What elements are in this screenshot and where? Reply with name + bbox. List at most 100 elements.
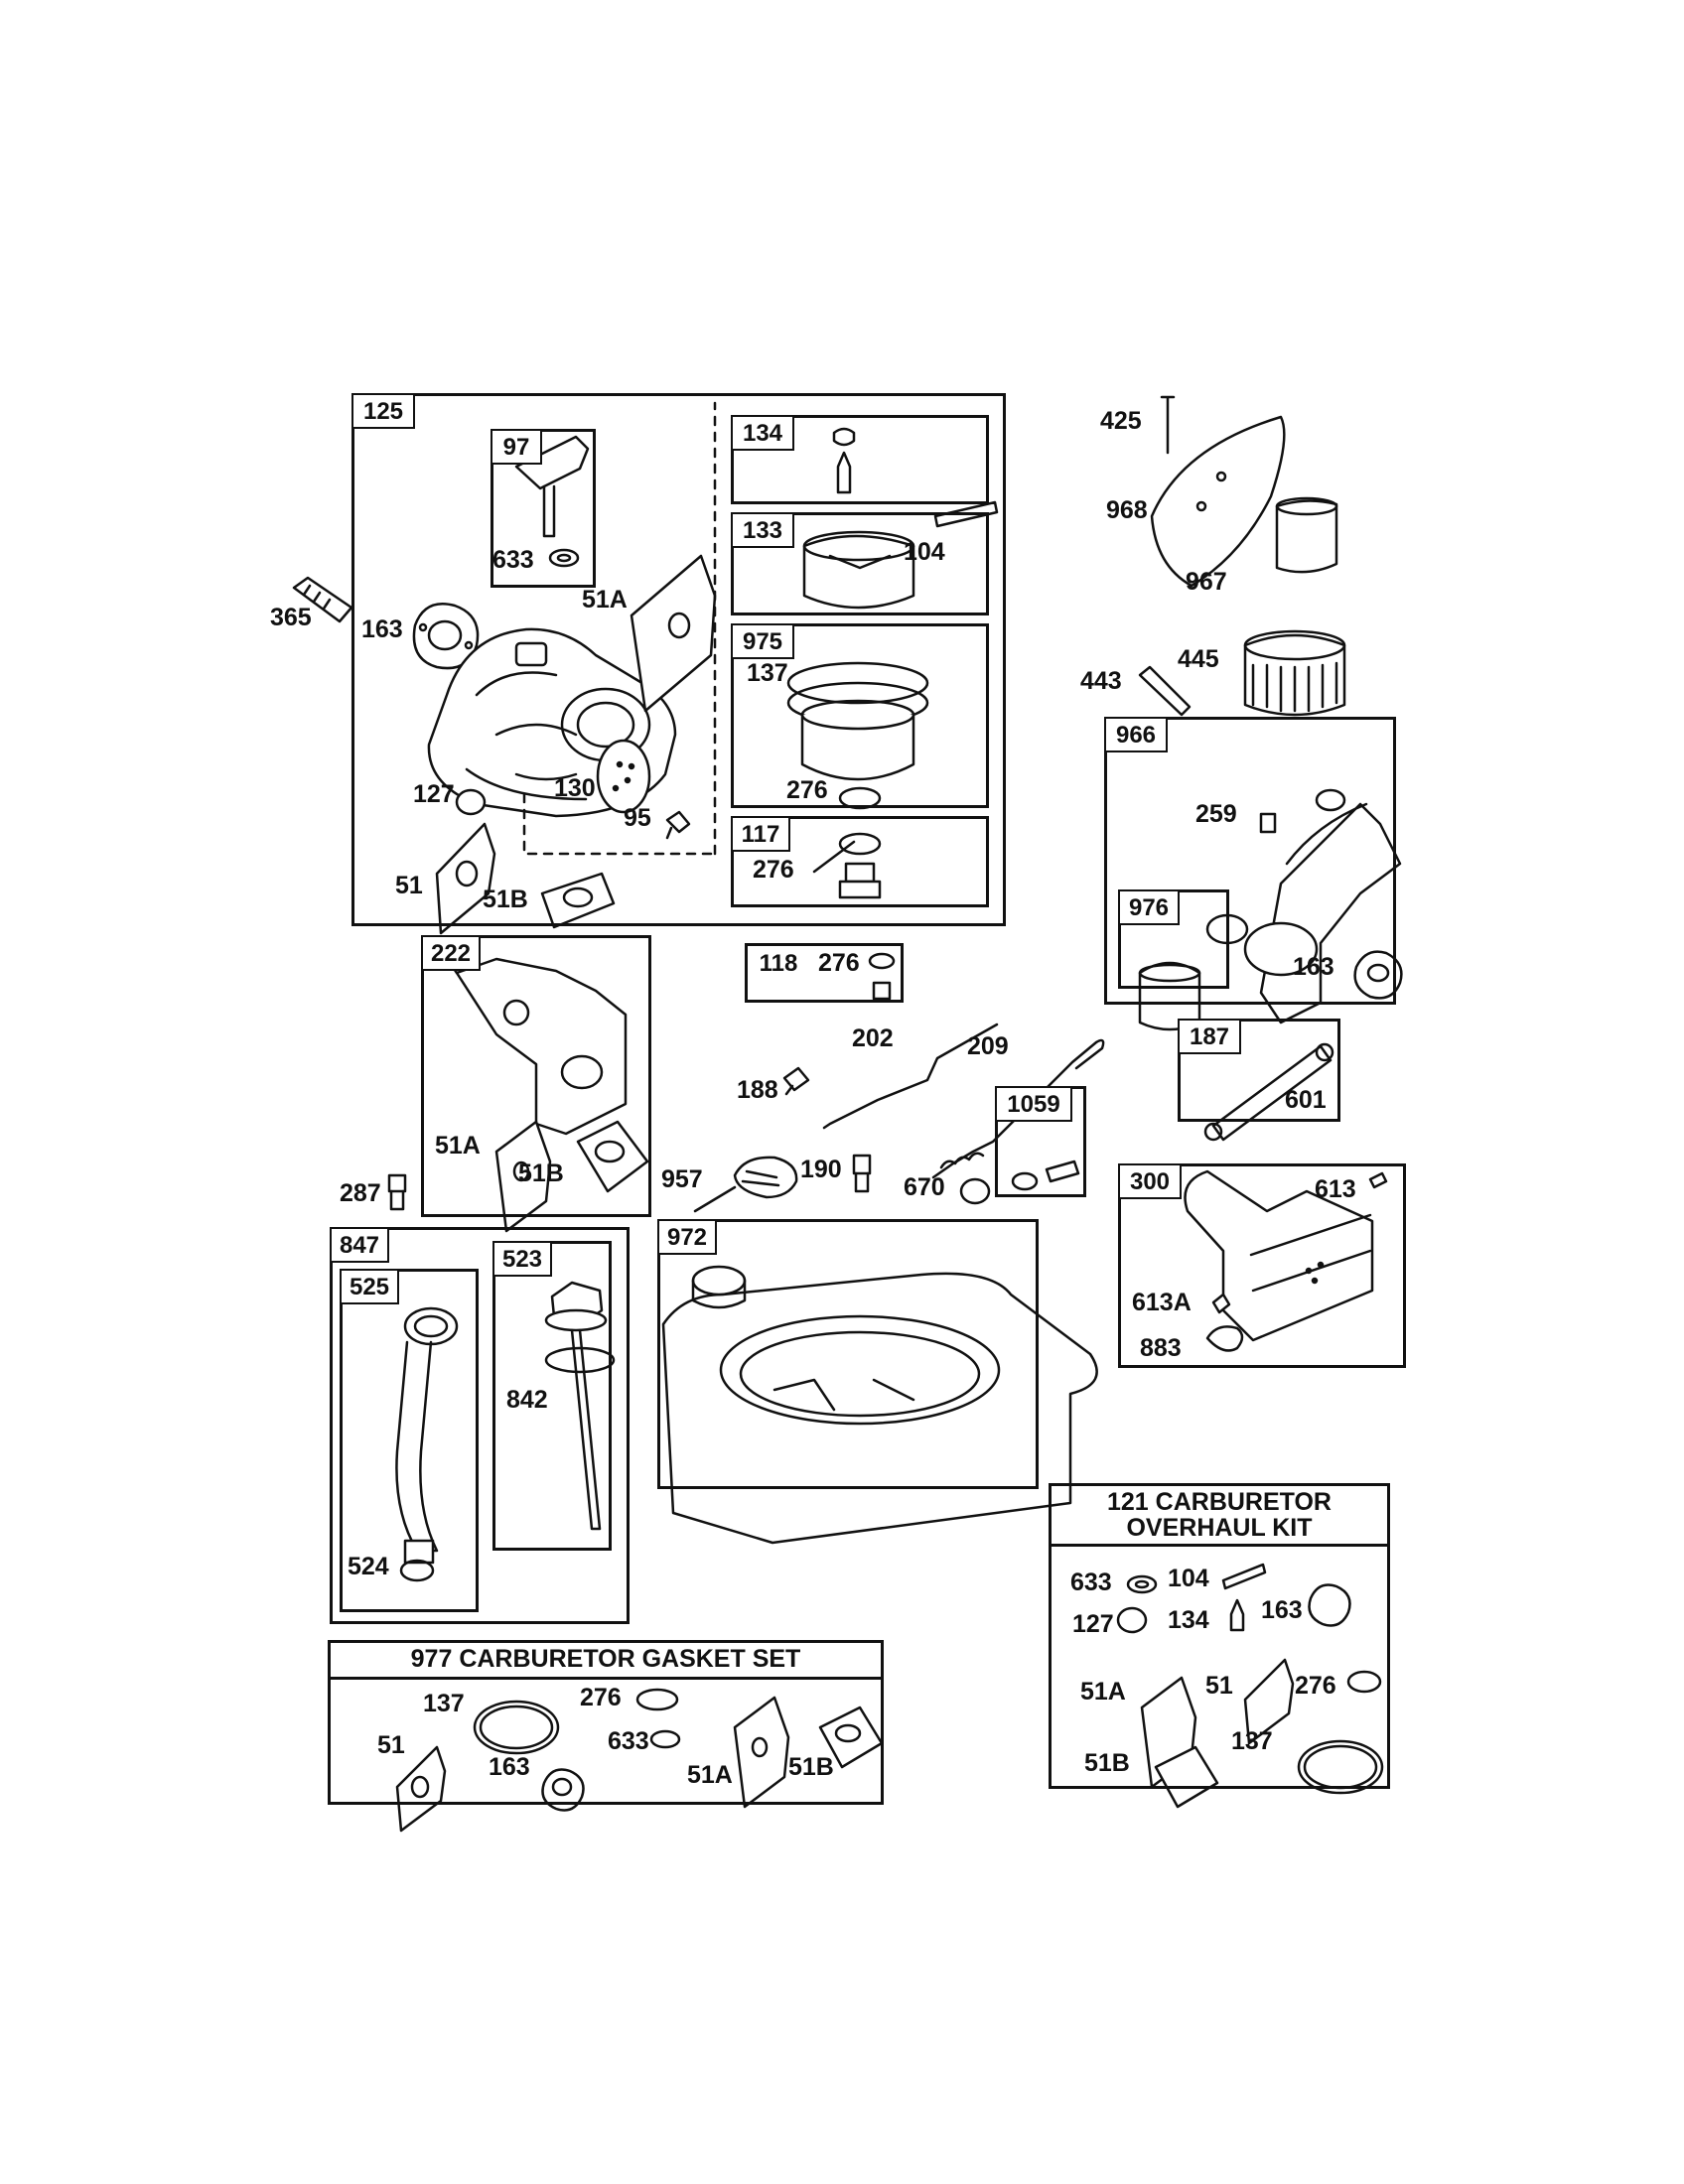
gasket-163-illustration	[414, 604, 478, 668]
part-label-163-966: 163	[1293, 953, 1334, 981]
box-label-222: 222	[421, 935, 481, 971]
part-label-601: 601	[1285, 1086, 1327, 1114]
part-label-957: 957	[661, 1165, 703, 1193]
part-label-613A: 613A	[1132, 1289, 1192, 1316]
overhaul-kit-label-104: 104	[1168, 1565, 1209, 1592]
box-label-525: 525	[340, 1269, 399, 1304]
gasket-set-label-163: 163	[489, 1753, 530, 1781]
filter-445-illustration	[1245, 631, 1344, 715]
group-box-187	[1178, 1019, 1340, 1122]
muffler-300-illustration	[1186, 1171, 1387, 1350]
box-label-847: 847	[330, 1227, 389, 1263]
overhaul-kit-label-134: 134	[1168, 1606, 1209, 1634]
box-label-975: 975	[731, 623, 794, 659]
group-box-525	[340, 1269, 479, 1612]
bracket-dashes	[524, 403, 715, 854]
gasket-163-b-illustration	[1355, 952, 1402, 999]
group-box-975	[731, 623, 989, 808]
part-label-51A-222: 51A	[435, 1132, 481, 1160]
screw-95-illustration	[667, 812, 689, 838]
overhaul-kit-title-line1: 121 CARBURETOR	[1107, 1488, 1332, 1516]
float-97-illustration	[516, 437, 588, 566]
group-box-972	[657, 1219, 1039, 1489]
part-label-276-118: 276	[818, 949, 860, 977]
overhaul-kit-label-137: 137	[1231, 1727, 1273, 1755]
bowl-975-illustration	[788, 663, 927, 808]
gasket-51B-illustration	[542, 874, 614, 927]
overhaul-kit-label-51: 51	[1205, 1672, 1233, 1700]
part-label-127: 127	[413, 780, 455, 808]
box-label-976: 976	[1118, 889, 1180, 925]
part-label-967: 967	[1186, 568, 1227, 596]
part-label-190: 190	[800, 1156, 842, 1183]
box-label-97: 97	[491, 429, 542, 465]
box-label-300: 300	[1118, 1163, 1182, 1199]
part-label-365: 365	[270, 604, 312, 631]
base-966-illustration	[1245, 790, 1400, 1023]
plug-127-illustration	[457, 790, 485, 814]
overhaul-kit-label-51B: 51B	[1084, 1749, 1130, 1777]
group-box-118	[745, 943, 904, 1003]
governor-957-illustration	[695, 1158, 796, 1211]
fuel-tank-972-illustration	[663, 1267, 1097, 1543]
plate-130-illustration	[598, 741, 649, 812]
fitting-117-illustration	[814, 834, 880, 897]
gasket-set-title: 977 CARBURETOR GASKET SET	[410, 1645, 801, 1673]
box-label-117: 117	[731, 816, 790, 852]
fitting-443-illustration	[1140, 667, 1190, 715]
bushing-670-illustration	[961, 1179, 989, 1203]
part-label-425: 425	[1100, 407, 1142, 435]
part-label-188: 188	[737, 1076, 778, 1104]
fitting-118-illustration	[870, 954, 894, 999]
box-label-125: 125	[351, 393, 415, 429]
part-label-95: 95	[624, 804, 651, 832]
box-label-187: 187	[1178, 1019, 1241, 1054]
box-label-966: 966	[1104, 717, 1168, 752]
gasket-51A-illustration	[632, 556, 715, 711]
group-box-134	[731, 415, 989, 504]
part-label-209: 209	[967, 1032, 1009, 1060]
group-box-117	[731, 816, 989, 907]
fitting-188-illustration	[784, 1068, 808, 1094]
gasket-set-label-51A: 51A	[687, 1761, 733, 1789]
part-label-276-117: 276	[753, 856, 794, 884]
gasket-set-label-276: 276	[580, 1684, 622, 1711]
part-label-633: 633	[492, 546, 534, 574]
part-label-445: 445	[1178, 645, 1219, 673]
part-label-276-975: 276	[786, 776, 828, 804]
spring-209-illustration	[933, 1040, 1103, 1177]
overhaul-kit-label-163: 163	[1261, 1596, 1303, 1624]
gasket-51B-b-illustration	[578, 1122, 647, 1191]
gasket-set-label-137: 137	[423, 1690, 465, 1717]
box-label-523: 523	[492, 1241, 552, 1277]
part-label-51B: 51B	[483, 886, 528, 913]
part-label-443: 443	[1080, 667, 1122, 695]
gasket-set-label-633: 633	[608, 1727, 649, 1755]
box-label-1059: 1059	[995, 1086, 1072, 1122]
box-label-133: 133	[731, 512, 794, 548]
screw-190-illustration	[854, 1156, 870, 1191]
overhaul-kit-art	[1118, 1565, 1382, 1807]
group-box-125	[351, 393, 1006, 926]
precleaner-967-illustration	[1277, 498, 1336, 572]
gasket-51A-b-illustration	[496, 1122, 550, 1231]
group-box-523	[492, 1241, 612, 1551]
bolt-425-illustration	[1162, 397, 1174, 453]
overhaul-kit-label-127: 127	[1072, 1610, 1114, 1638]
screw-1059-illustration	[1013, 1161, 1078, 1189]
group-box-847	[330, 1227, 630, 1624]
part-label-202: 202	[852, 1024, 894, 1052]
fitting-259-illustration	[1261, 814, 1275, 832]
box-label-134: 134	[731, 415, 794, 451]
overhaul-kit-label-276: 276	[1295, 1672, 1336, 1700]
dipstick-523-illustration	[546, 1283, 614, 1529]
tube-187-illustration	[1205, 1044, 1333, 1140]
part-label-130: 130	[554, 774, 596, 802]
dipstick-tube-525-illustration	[396, 1308, 457, 1580]
part-label-259: 259	[1195, 800, 1237, 828]
part-label-51: 51	[395, 872, 423, 899]
box-label-118: 118	[749, 947, 808, 981]
group-box-300	[1118, 1163, 1406, 1368]
